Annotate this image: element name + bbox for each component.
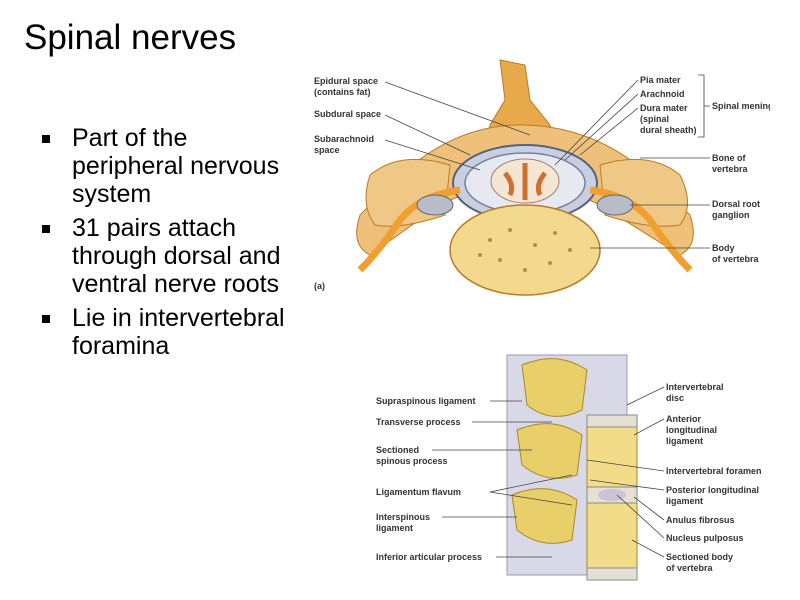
label-anterior: Anterior: [666, 414, 702, 424]
label-ganglion: ganglion: [712, 210, 750, 220]
label-spinal-meninges: Spinal meninges: [712, 101, 770, 111]
label-epidural-space: Epidural space: [314, 76, 378, 86]
label-nucleus-pulposus: Nucleus pulposus: [666, 533, 744, 543]
label-subdural-space: Subdural space: [314, 109, 381, 119]
label-sectioned: Sectioned: [376, 445, 419, 455]
label-subarachnoid-space: space: [314, 145, 340, 155]
vertebra-cross-section-figure: Epidural space (contains fat) Subdural s…: [314, 59, 770, 296]
label-disc: disc: [666, 393, 684, 403]
label-dura-mater-note2: dural sheath): [640, 125, 697, 135]
label-dura-mater-note1: (spinal: [640, 114, 669, 124]
bullet-list: Part of the peripheral nervous system 31…: [38, 124, 288, 366]
label-spinous-process: spinous process: [376, 456, 448, 466]
label-arachnoid: Arachnoid: [640, 89, 685, 99]
label-dorsal-root: Dorsal root: [712, 199, 760, 209]
label-dura-mater: Dura mater: [640, 103, 688, 113]
label-sectioned-body: Sectioned body: [666, 552, 733, 562]
bullet-square-icon: [42, 315, 50, 323]
label-supraspinous-ligament: Supraspinous ligament: [376, 396, 476, 406]
label-subarachnoid: Subarachnoid: [314, 134, 374, 144]
bullet-item: Lie in intervertebral foramina: [38, 304, 288, 360]
panel-label-a: (a): [314, 281, 325, 291]
label-bone-of-vertebra: Bone of: [712, 153, 746, 163]
label-epidural-space-note: (contains fat): [314, 87, 371, 97]
label-of-vertebra: of vertebra: [712, 254, 760, 264]
label-transverse-process: Transverse process: [376, 417, 461, 427]
label-bone-of-vertebra-2: vertebra: [712, 164, 749, 174]
slide-title: Spinal nerves: [24, 18, 237, 57]
label-ligament-anterior: ligament: [666, 436, 703, 446]
bullet-item: Part of the peripheral nervous system: [38, 124, 288, 208]
label-interspinous-ligament: ligament: [376, 523, 413, 533]
bullet-square-icon: [42, 135, 50, 143]
bullet-item: 31 pairs attach through dorsal and ventr…: [38, 214, 288, 298]
label-interspinous: Interspinous: [376, 512, 430, 522]
label-posterior-longitudinal: Posterior longitudinal: [666, 485, 759, 495]
label-intervertebral: Intervertebral: [666, 382, 724, 392]
label-anulus-fibrosus: Anulus fibrosus: [666, 515, 735, 525]
label-body: Body: [712, 243, 735, 253]
label-of-vertebra-b: of vertebra: [666, 563, 714, 573]
label-longitudinal: longitudinal: [666, 425, 717, 435]
bullet-square-icon: [42, 225, 50, 233]
label-ligament-posterior: ligament: [666, 496, 703, 506]
label-ligamentum-flavum: Ligamentum flavum: [376, 487, 461, 497]
label-intervertebral-foramen: Intervertebral foramen: [666, 466, 762, 476]
vertebral-column-section-figure: Supraspinous ligament Transverse process…: [376, 354, 762, 581]
label-pia-mater: Pia mater: [640, 75, 681, 85]
label-inferior-articular-process: Inferior articular process: [376, 552, 482, 562]
